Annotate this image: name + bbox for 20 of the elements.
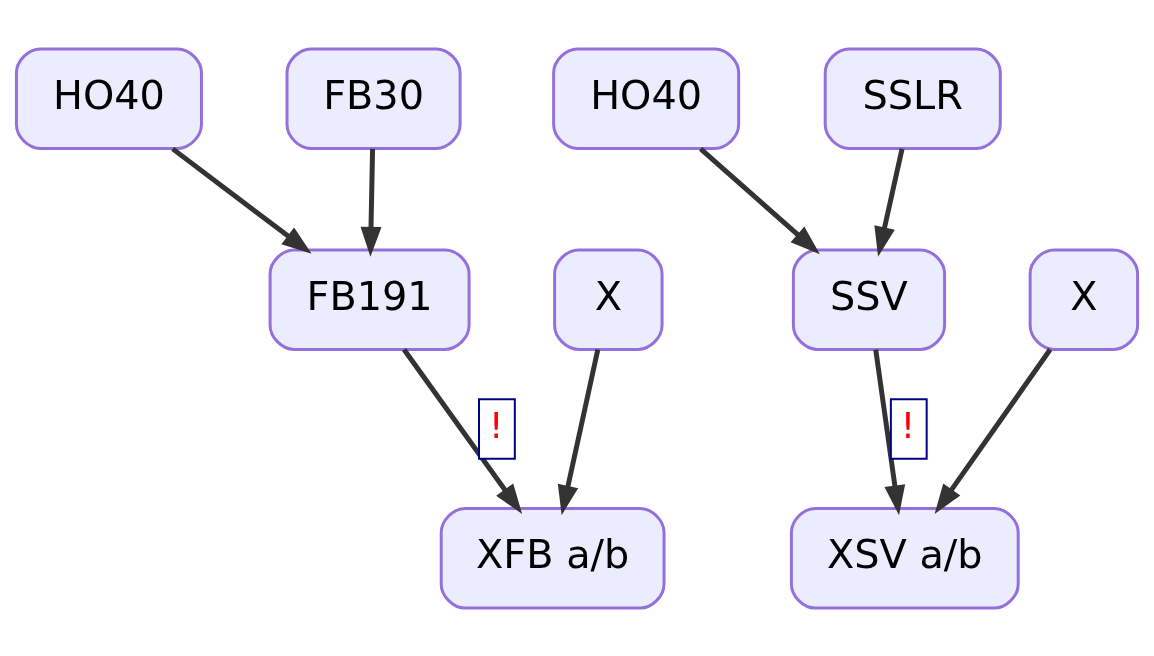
node-box: SSV: [791, 247, 947, 351]
edge-label: !: [488, 404, 504, 446]
edge-label: !: [900, 404, 916, 446]
arrow: [874, 147, 905, 257]
arrow: [699, 146, 820, 254]
arrow: [873, 348, 906, 515]
node-box: SSLR: [823, 46, 1002, 150]
node-box: FB30: [285, 46, 462, 150]
arrow: [557, 348, 601, 515]
node-box: X: [553, 247, 664, 351]
arrow: [934, 347, 1053, 514]
node-box: HO40: [14, 46, 203, 150]
node-box: XSV a/b: [789, 506, 1020, 610]
node-box: FB191: [268, 247, 471, 351]
node-box: XFB a/b: [439, 506, 666, 610]
arrow: [360, 148, 382, 257]
node-box: X: [1028, 247, 1140, 351]
node-box: HO40: [552, 46, 741, 150]
arrow: [171, 146, 312, 254]
arrow: [402, 347, 523, 514]
